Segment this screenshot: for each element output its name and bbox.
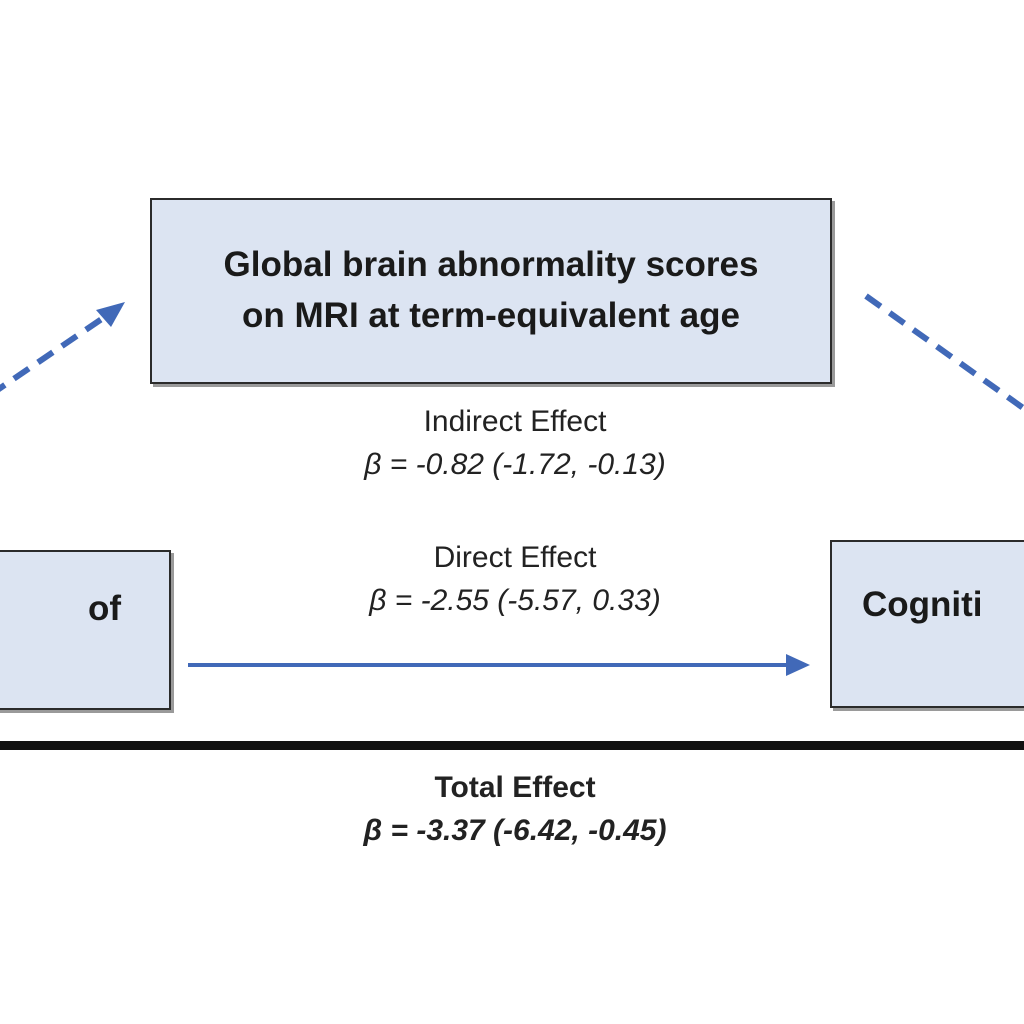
direct-effect-label: Direct Effect β = -2.55 (-5.57, 0.33) [215,536,815,622]
indirect-path-b-arrow [864,293,1024,413]
total-effect-label: Total Effect β = -3.37 (-6.42, -0.45) [215,766,815,852]
mediator-label: Global brain abnormality scores on MRI a… [224,240,759,342]
indirect-path-a-arrowhead [96,302,125,327]
indirect-path-a-arrow [0,309,114,392]
mediator-line-2: on MRI at term-equivalent age [242,296,740,335]
direct-effect-beta: β = -2.55 (-5.57, 0.33) [369,584,661,617]
indirect-effect-beta: β = -0.82 (-1.72, -0.13) [364,448,666,481]
exposure-label: of [87,588,121,628]
total-effect-beta: β = -3.37 (-6.42, -0.45) [363,814,667,847]
mediator-box: Global brain abnormality scores on MRI a… [150,198,832,384]
outcome-line-2: y [862,631,1024,682]
indirect-effect-title: Indirect Effect [423,405,607,438]
outcome-box: Cogniti y [830,540,1024,708]
total-effect-bar [0,741,1024,750]
total-effect-title: Total Effect [434,771,596,804]
direct-effect-title: Direct Effect [433,541,597,574]
indirect-effect-label: Indirect Effect β = -0.82 (-1.72, -0.13) [215,400,815,486]
mediator-line-1: Global brain abnormality scores [223,245,759,285]
outcome-line-1: Cogniti [862,585,983,624]
direct-path-arrowhead [786,654,810,676]
exposure-box: of [0,550,171,710]
